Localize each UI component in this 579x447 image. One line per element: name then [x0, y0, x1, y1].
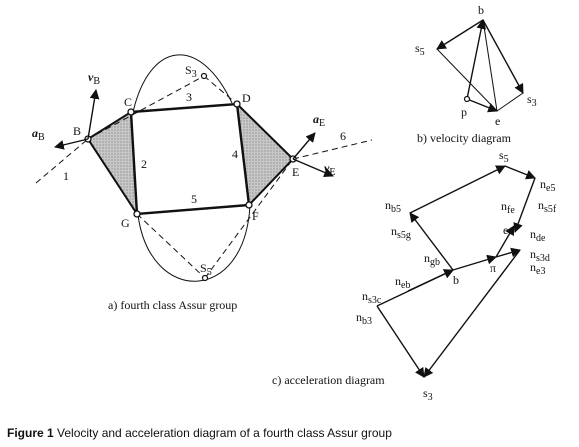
triangle-BCG: [86, 110, 139, 218]
acc-label-ns5f: ns5f: [538, 198, 557, 215]
link5-ellipse: [137, 204, 251, 282]
vector-aE: [292, 132, 316, 160]
label-B: B: [73, 124, 81, 138]
caption-b: b) velocity diagram: [417, 131, 512, 145]
point-S3: [200, 72, 208, 80]
vel-b-to-s5: [436, 19, 484, 50]
link3-ellipse: [132, 54, 233, 113]
vector-aB: [54, 138, 89, 150]
label-S3: S3: [185, 63, 197, 80]
caption-a: a) fourth class Assur group: [108, 298, 237, 312]
vel-label-e: e: [495, 114, 500, 128]
velocity-diagram: b p e s5 s3 b) velocity diagram: [415, 3, 537, 145]
joint-G: [133, 210, 141, 218]
acc-label-ns3c: ns3c: [362, 289, 382, 306]
vel-b-to-e: [482, 19, 498, 112]
acc-nb3-to-s3: [376, 305, 425, 378]
acc-label-nde: nde: [530, 227, 546, 244]
dashed-line-Bto-S3: [87, 75, 205, 140]
joint-C: [127, 108, 135, 116]
acc-label-nb3: nb3: [356, 310, 372, 327]
link-number-3: 3: [186, 90, 192, 104]
acc-label-e: e: [503, 223, 508, 237]
acc-ne3-to-s3: [423, 249, 521, 378]
label-C: C: [124, 95, 132, 109]
acc-pi-to-nde: [495, 247, 521, 258]
label-S5: S5: [200, 261, 212, 278]
label-vE: vE: [324, 161, 335, 178]
acc-pi-to-e: [495, 225, 515, 258]
acc-nb3-to-b: [376, 269, 454, 307]
acc-label-b: b: [453, 273, 459, 287]
link-number-5: 5: [191, 192, 197, 206]
label-F: F: [252, 209, 259, 223]
link-number-1: 1: [63, 169, 69, 183]
caption-c: c) acceleration diagram: [272, 373, 385, 387]
vel-label-p: p: [461, 105, 467, 119]
vel-p-to-e: [466, 98, 498, 113]
label-G: G: [121, 216, 130, 230]
acc-label-nfe: nfe: [501, 199, 515, 216]
point-S5: [201, 274, 209, 282]
vector-vE: [292, 158, 334, 178]
acc-label-s3: s3: [423, 386, 433, 403]
vel-label-s5: s5: [415, 41, 425, 58]
acc-label-ns5g: ns5g: [391, 224, 411, 241]
acc-nb5-to-s5: [409, 165, 506, 214]
vel-pole-p: [463, 95, 471, 103]
acc-s5-to-ne5: [504, 165, 536, 180]
dashed-line-GtoS5: [136, 213, 206, 279]
acc-b-to-pi: [452, 254, 497, 271]
dashed-line-S5toE: [204, 158, 294, 279]
joint-F: [245, 201, 253, 209]
label-aB: aB: [32, 126, 45, 143]
acc-label-ns3d: ns3d: [530, 247, 550, 264]
vel-p-to-b: [466, 19, 487, 100]
dashed-line-S3toD: [203, 75, 238, 105]
label-aE: aE: [313, 112, 325, 129]
acc-b-to-ngb: [409, 212, 454, 271]
acc-ne5-to-e: [513, 177, 536, 233]
acc-label-ngb: ngb: [424, 251, 440, 268]
link-number-6: 6: [340, 129, 346, 143]
vel-b-to-s3: [482, 19, 524, 94]
figure-caption: Figure 1 Velocity and acceleration diagr…: [7, 426, 392, 440]
acceleration-diagram: s5 ne5 nb5 nfe ns5f ns5g e nde ngb π ns3…: [272, 148, 557, 403]
vel-label-s3: s3: [527, 92, 537, 109]
dashed-line-6: [292, 139, 373, 160]
acc-label-ne3: ne3: [530, 260, 545, 277]
acc-label-pi: π: [490, 261, 496, 275]
link-number-2: 2: [141, 157, 147, 171]
label-E: E: [292, 165, 299, 179]
joint-D: [233, 100, 241, 108]
vel-e-to-s3: [496, 92, 524, 112]
acc-label-s5: s5: [499, 148, 509, 165]
vel-s5-to-e: [436, 48, 498, 112]
acc-label-nb5: nb5: [385, 198, 401, 215]
dashed-line-1: [35, 138, 89, 184]
acc-label-ne5: ne5: [540, 177, 555, 194]
mechanism-diagram: B C D E F G 1 2 3 4 5 6 S3 S5 vB aB aE v…: [32, 54, 373, 312]
link-number-4: 4: [232, 147, 238, 161]
label-D: D: [242, 91, 251, 105]
acc-label-neb: neb: [395, 274, 410, 291]
vector-vB: [87, 89, 100, 140]
vel-label-b: b: [478, 3, 484, 17]
label-vB: vB: [88, 70, 100, 87]
